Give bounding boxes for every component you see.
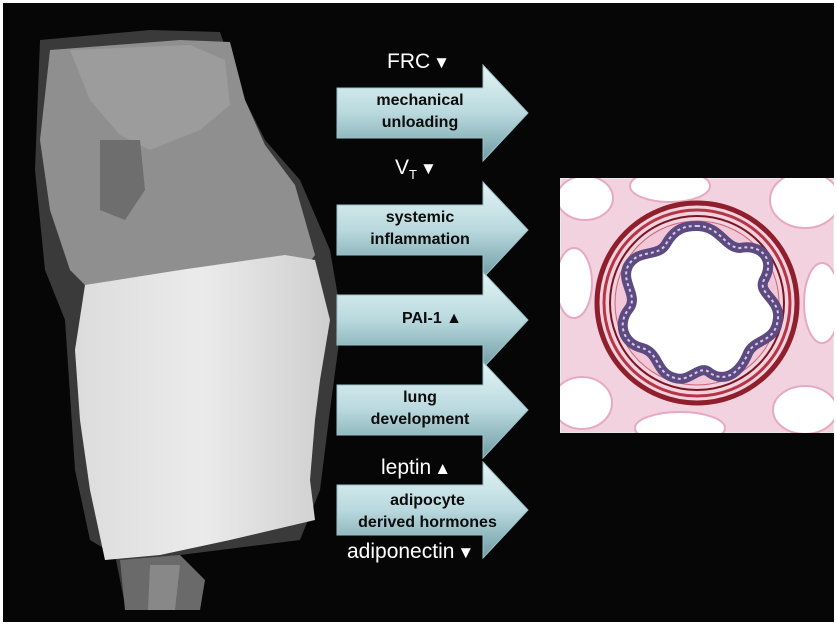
arrow-text-line1: systemic <box>335 207 505 229</box>
arrow-text-line1: lung <box>335 387 505 409</box>
arrow-text-line1: mechanical <box>335 90 505 112</box>
arrow-text-line2: inflammation <box>335 229 505 251</box>
arrow-mechanical-unloading: mechanical unloading <box>335 63 530 163</box>
obese-torso-silhouette-icon <box>30 20 350 610</box>
arrow-text-line1: PAI-1 ▲ <box>347 308 517 330</box>
arrow-text-line2: derived hormones <box>335 512 520 534</box>
arrow-pai-1: PAI-1 ▲ <box>335 270 530 370</box>
arrow-text-line2: unloading <box>335 112 505 134</box>
arrow-text-line2: development <box>335 409 505 431</box>
airway-cross-section-icon <box>560 178 834 433</box>
arrow-text-line1: adipocyte <box>335 490 520 512</box>
arrow-adipocyte-hormones: adipocyte derived hormones <box>335 460 530 560</box>
arrow-lung-development: lung development <box>335 360 530 460</box>
arrow-systemic-inflammation: systemic inflammation <box>335 180 530 280</box>
